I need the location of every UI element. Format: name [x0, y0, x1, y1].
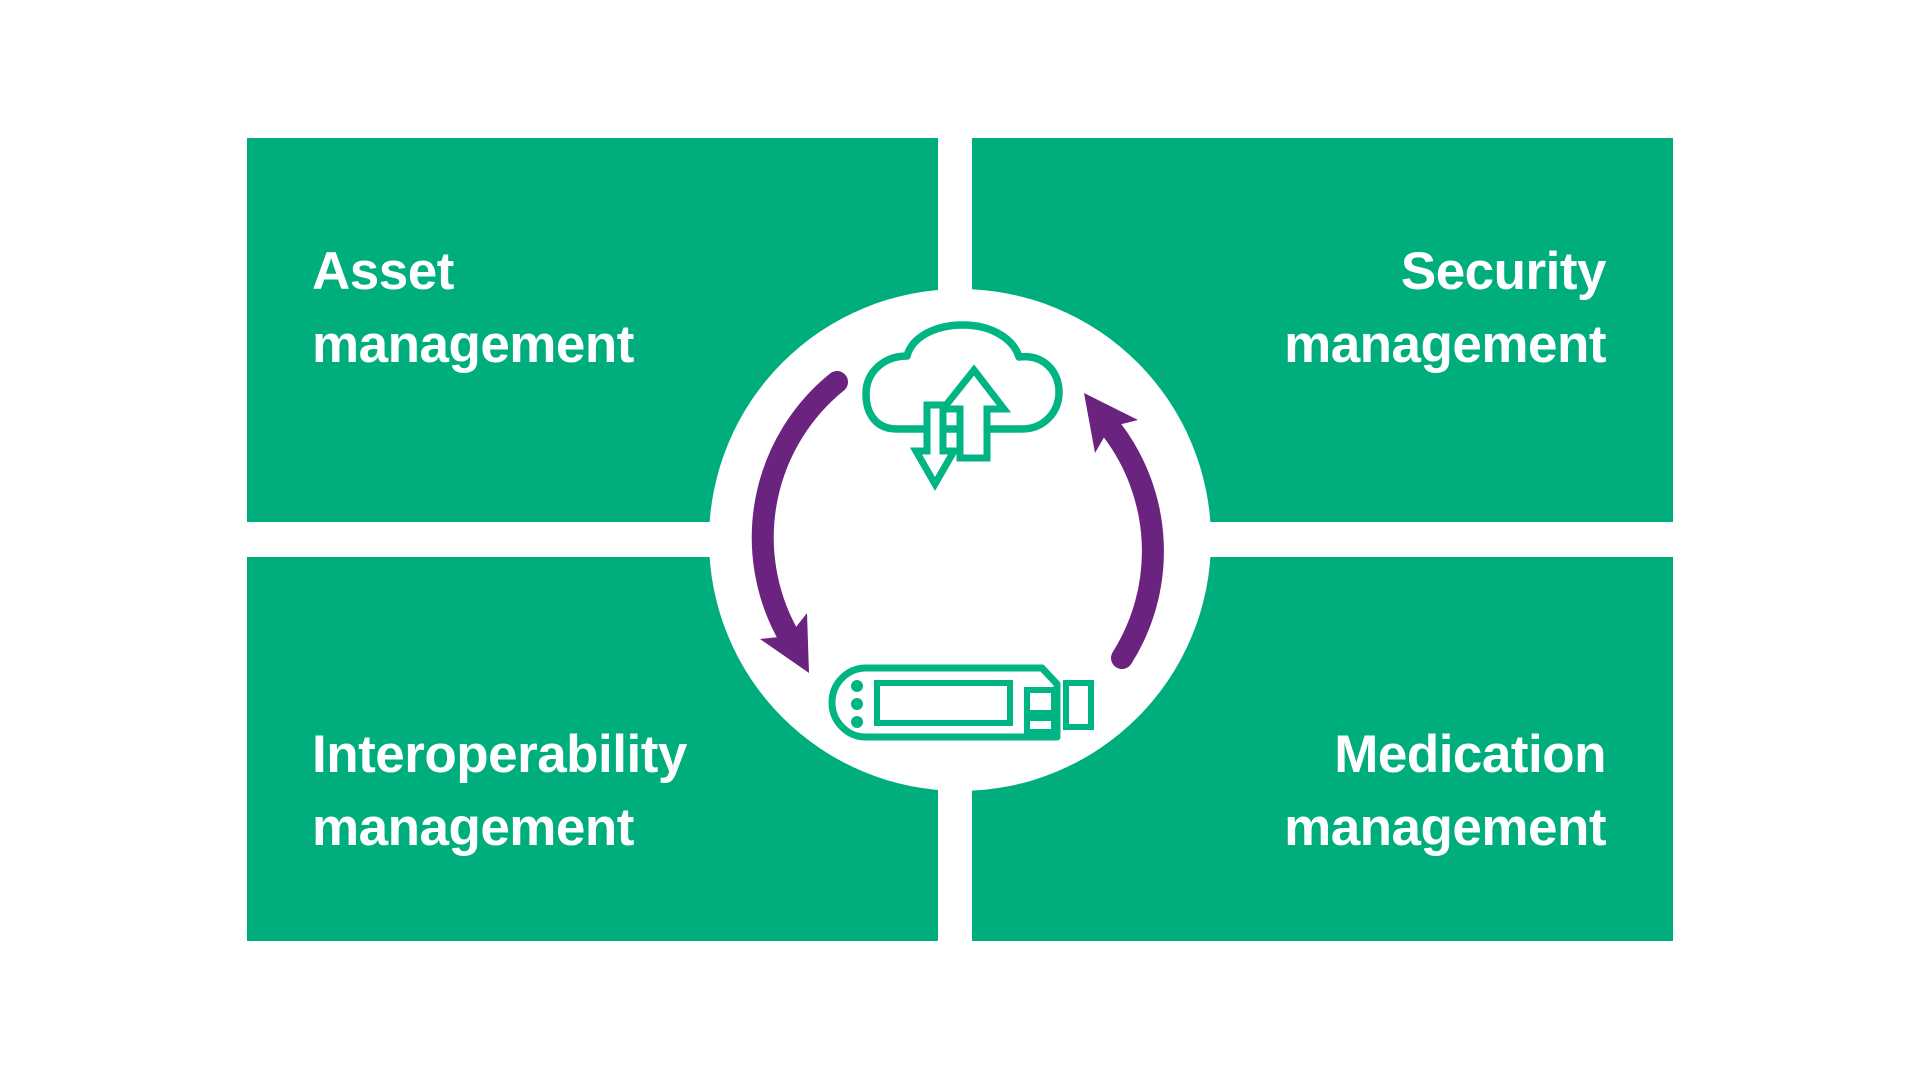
- cycle-arrow-right-icon: [1084, 393, 1164, 669]
- label-line: Medication: [1334, 725, 1606, 784]
- label-line: Interoperability: [312, 725, 687, 784]
- medication-management-label: Medication management: [1284, 718, 1606, 864]
- label-line: Asset: [312, 242, 454, 301]
- pump-screen: [874, 680, 1013, 726]
- security-management-label: Security management: [1284, 235, 1606, 381]
- cycle-arrow-left-icon: [751, 371, 848, 673]
- pump-syringe-end: [1063, 680, 1094, 730]
- download-arrow-icon: [909, 401, 961, 492]
- label-line: management: [1284, 798, 1606, 857]
- asset-management-label: Asset management: [312, 235, 634, 381]
- cloud-upload-download-icon: [862, 321, 1063, 492]
- label-line: management: [1284, 315, 1606, 374]
- label-line: management: [312, 315, 634, 374]
- label-line: management: [312, 798, 634, 857]
- label-line: Security: [1400, 242, 1607, 301]
- infusion-pump-icon: [828, 664, 1094, 741]
- interoperability-management-label: Interoperability management: [312, 718, 687, 864]
